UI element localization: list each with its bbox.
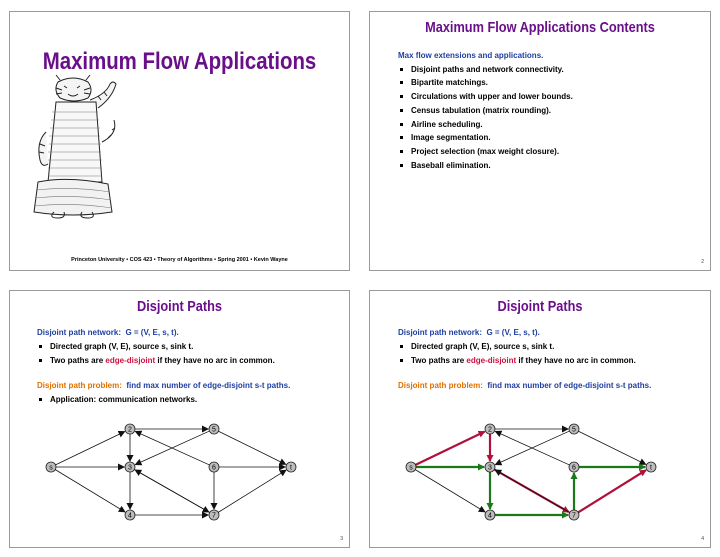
problem-label: Disjoint path problem: bbox=[37, 381, 122, 390]
graph-node-label: s bbox=[409, 465, 413, 472]
list-item: Baseball elimination. bbox=[398, 159, 702, 173]
network-label: Disjoint path network: bbox=[398, 328, 482, 337]
slide-disjoint-paths: Disjoint Paths Disjoint path network: G … bbox=[9, 290, 350, 548]
graph-node-n6 bbox=[568, 461, 580, 473]
graph-node-n4 bbox=[124, 509, 136, 521]
list-item: Directed graph (V, E), source s, sink t. bbox=[37, 340, 341, 354]
graph-node-s bbox=[45, 461, 57, 473]
network-graph-disjoint-paths: s 2 3 4 5 6 7 t bbox=[405, 423, 657, 521]
graph-node-n7 bbox=[568, 509, 580, 521]
graph-node-label: 5 bbox=[212, 427, 216, 434]
list-item: Project selection (max weight closure). bbox=[398, 145, 702, 159]
list-item: Image segmentation. bbox=[398, 131, 702, 145]
graph-node-label: 2 bbox=[488, 427, 492, 434]
problem-label: Disjoint path problem: bbox=[398, 381, 483, 390]
slide-disjoint-paths-solution: Disjoint Paths Disjoint path network: G … bbox=[369, 290, 711, 548]
network-def: G = (V, E, s, t). bbox=[486, 328, 540, 337]
graph-node-t bbox=[645, 461, 657, 473]
graph-node-label: s bbox=[49, 465, 53, 472]
graph-edge-n6-n2 bbox=[494, 430, 570, 466]
graph-node-label: 7 bbox=[212, 513, 216, 520]
slide-title: Maximum Flow Applications bbox=[42, 48, 317, 75]
graph-edge-n7-t bbox=[218, 469, 287, 513]
graph-node-s bbox=[405, 461, 417, 473]
graph-node-label: 6 bbox=[212, 465, 216, 472]
edge-disjoint-term: edge-disjoint bbox=[105, 356, 156, 365]
tiger-mascot-image bbox=[33, 74, 117, 219]
network-label: Disjoint path network: bbox=[37, 328, 121, 337]
slide-title: Maximum Flow Applications Contents bbox=[425, 19, 655, 36]
graph-node-n3 bbox=[484, 461, 496, 473]
list-item: Circulations with upper and lower bounds… bbox=[398, 90, 702, 104]
list-item: Bipartite matchings. bbox=[398, 76, 702, 90]
list-item: Two paths are edge-disjoint if they have… bbox=[37, 354, 341, 368]
list-item: Two paths are edge-disjoint if they have… bbox=[398, 354, 702, 368]
graph-node-n7 bbox=[208, 509, 220, 521]
graph-node-label: 3 bbox=[488, 465, 492, 472]
page-number: 3 bbox=[340, 536, 343, 542]
graph-edge-s-n2 bbox=[55, 431, 126, 466]
slide-contents: Maximum Flow Applications Contents Max f… bbox=[369, 11, 711, 271]
graph-node-label: 6 bbox=[572, 465, 576, 472]
graph-edge-n5-t bbox=[578, 430, 647, 465]
graph-node-n2 bbox=[124, 423, 136, 435]
graph-edge-n5-t bbox=[218, 430, 287, 465]
slide-title: Disjoint Paths bbox=[497, 298, 583, 315]
graph-edge-s-n2 bbox=[415, 430, 486, 466]
slide-title: Disjoint Paths bbox=[136, 298, 223, 315]
problem-def: find max number of edge-disjoint s-t pat… bbox=[126, 381, 291, 390]
graph-edge-n6-n2 bbox=[134, 430, 210, 466]
graph-node-label: 2 bbox=[128, 427, 132, 434]
problem-def: find max number of edge-disjoint s-t pat… bbox=[487, 381, 652, 390]
contents-list: Disjoint paths and network connectivity.… bbox=[398, 63, 702, 173]
graph-edge-n7-n3 bbox=[494, 469, 570, 513]
graph-node-n5 bbox=[208, 423, 220, 435]
graph-node-label: 4 bbox=[128, 513, 132, 520]
list-item: Directed graph (V, E), source s, sink t. bbox=[398, 340, 702, 354]
page-number: 2 bbox=[701, 259, 704, 265]
slide-footer: Princeton University • COS 423 • Theory … bbox=[71, 257, 288, 263]
graph-edge-n7-n3 bbox=[134, 469, 210, 513]
network-graph: s 2 3 4 5 6 7 t bbox=[45, 423, 297, 521]
graph-node-n3 bbox=[124, 461, 136, 473]
list-item: Airline scheduling. bbox=[398, 118, 702, 132]
graph-node-t bbox=[285, 461, 297, 473]
graph-node-label: 4 bbox=[488, 513, 492, 520]
list-item: Disjoint paths and network connectivity. bbox=[398, 63, 702, 77]
graph-node-label: t bbox=[650, 465, 652, 472]
graph-node-n6 bbox=[208, 461, 220, 473]
graph-node-label: t bbox=[290, 465, 292, 472]
graph-edge-n7-t bbox=[577, 469, 647, 514]
graph-node-label: 7 bbox=[572, 513, 576, 520]
graph-edge-s-n4 bbox=[55, 469, 126, 513]
list-item: Census tabulation (matrix rounding). bbox=[398, 104, 702, 118]
graph-node-n2 bbox=[484, 423, 496, 435]
page-number: 4 bbox=[701, 536, 704, 542]
network-def: G = (V, E, s, t). bbox=[125, 328, 179, 337]
graph-edge-s-n4 bbox=[415, 469, 486, 513]
slide-title-page: Maximum Flow Applications Pr bbox=[9, 11, 350, 271]
graph-node-n5 bbox=[568, 423, 580, 435]
graph-node-label: 3 bbox=[128, 465, 132, 472]
edge-disjoint-term: edge-disjoint bbox=[466, 356, 517, 365]
graph-node-label: 5 bbox=[572, 427, 576, 434]
contents-intro: Max flow extensions and applications. bbox=[398, 51, 544, 60]
list-item: Application: communication networks. bbox=[37, 393, 341, 407]
graph-node-n4 bbox=[484, 509, 496, 521]
